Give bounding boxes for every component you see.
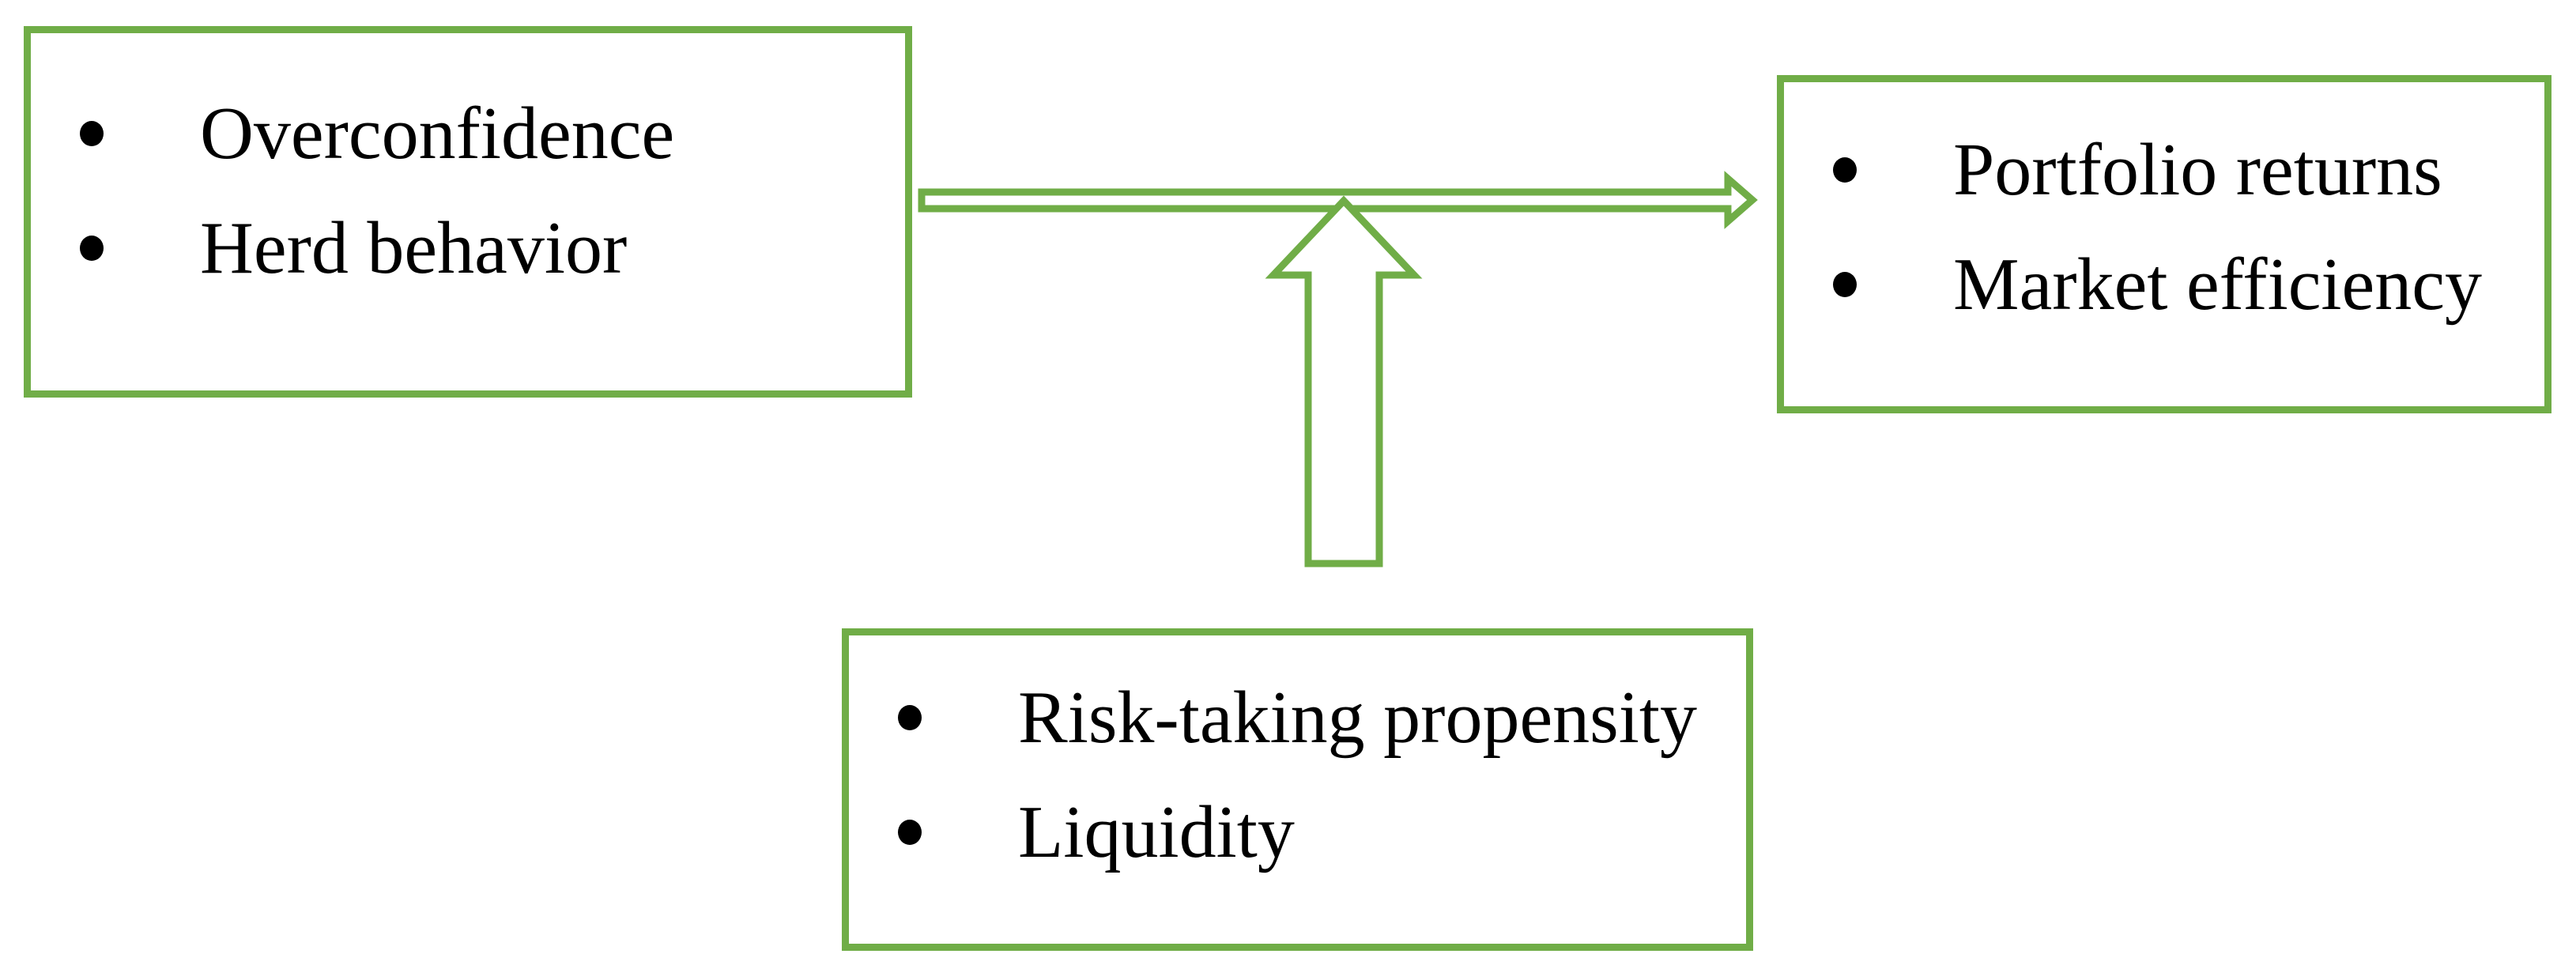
bullet-icon	[898, 704, 922, 730]
bullet-icon	[80, 235, 104, 261]
bullet-icon	[80, 120, 104, 146]
list-item-label: Portfolio returns	[1953, 128, 2442, 211]
moderator-variables-box: Risk-taking propensity Liquidity	[842, 628, 1753, 951]
bullet-icon	[898, 819, 922, 845]
list-item-label: Market efficiency	[1953, 243, 2482, 326]
list-item-label: Risk-taking propensity	[1018, 676, 1697, 759]
bullet-icon	[1833, 271, 1857, 297]
list-item: Market efficiency	[1784, 227, 2544, 341]
list-item-label: Liquidity	[1018, 790, 1295, 873]
list-item: Portfolio returns	[1784, 112, 2544, 227]
list-item: Liquidity	[849, 775, 1746, 889]
dependent-variables-box: Portfolio returns Market efficiency	[1777, 75, 2551, 413]
list-item: Overconfidence	[31, 76, 905, 190]
up-block-arrow-icon	[1265, 195, 1423, 567]
list-item: Herd behavior	[31, 190, 905, 305]
list-item: Risk-taking propensity	[849, 660, 1746, 775]
bullet-icon	[1833, 156, 1857, 183]
independent-variables-box: Overconfidence Herd behavior	[24, 26, 912, 398]
list-item-label: Overconfidence	[200, 92, 675, 175]
list-item-label: Herd behavior	[200, 206, 628, 289]
right-block-arrow-icon	[918, 171, 1758, 229]
